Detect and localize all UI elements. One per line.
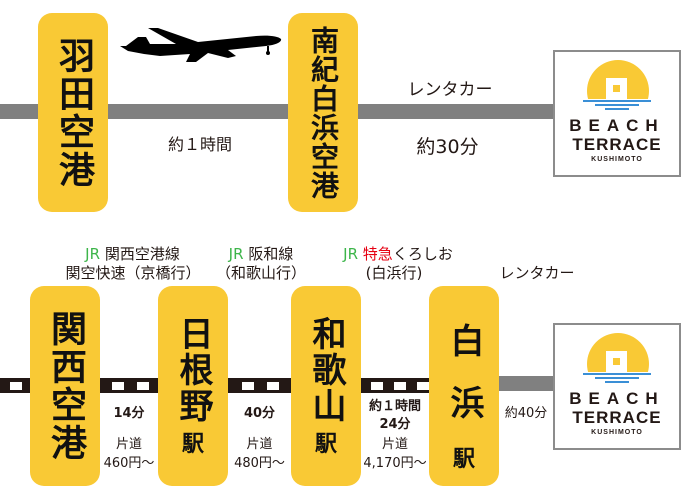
flight-time: 約１時間 — [167, 135, 232, 154]
line-label-hanwa-line: JR 阪和線 — [228, 245, 294, 263]
station-hineno: 日根野 駅 — [158, 286, 228, 486]
station-name: 白浜 — [444, 323, 484, 447]
rail-segment-3 — [359, 378, 431, 393]
line-sub-hanwa-line: （和歌山行） — [215, 264, 306, 282]
station-nanki-shirahama-airport: 南紀白浜空港 — [288, 13, 358, 212]
car-time-bottom: 約40分 — [504, 406, 548, 421]
rental-car-label-top: レンタカー — [407, 80, 493, 100]
segment-3-time-minutes: 24分 — [379, 417, 411, 432]
rail-segment-0 — [0, 378, 32, 393]
line-sub-kuroshio: (白浜行) — [365, 264, 423, 282]
station-kansai-airport: 関西空港 — [30, 286, 100, 486]
logo-line3: KUSHIMOTO — [591, 156, 643, 163]
station-suffix: 駅 — [314, 432, 337, 457]
rental-car-label-bottom: レンタカー — [499, 264, 575, 282]
road-line-bottom — [497, 376, 555, 391]
station-suffix: 駅 — [452, 447, 475, 472]
road-line-top — [0, 104, 555, 119]
station-name: 和歌山 — [306, 316, 346, 424]
station-name: 日根野 — [173, 316, 213, 424]
station-name: 関西空港 — [45, 310, 86, 462]
logo-line3: KUSHIMOTO — [591, 429, 643, 436]
segment-3-fare-label: 片道 — [381, 437, 408, 452]
station-name: 南紀白浜空港 — [307, 25, 340, 200]
window-icon — [606, 351, 627, 372]
segment-2-fare-label: 片道 — [246, 437, 273, 452]
logo-line1: BEACH — [569, 116, 665, 135]
station-haneda-airport: 羽田空港 — [38, 13, 108, 212]
segment-3-time-hours: 約１時間 — [368, 399, 421, 414]
airplane-icon — [120, 28, 282, 62]
beach-terrace-logo-bottom: BEACH TERRACE KUSHIMOTO — [553, 323, 681, 450]
segment-1-time: 14分 — [113, 406, 145, 421]
station-shirahama: 白浜 駅 — [429, 286, 499, 486]
rail-segment-2 — [226, 378, 293, 393]
segment-2-fare: 480円〜 — [234, 456, 285, 471]
line-label-kansai-airport-line: JR 関西空港線 — [85, 245, 180, 263]
segment-1-fare-label: 片道 — [115, 437, 142, 452]
segment-2-time: 40分 — [243, 406, 276, 421]
window-icon — [606, 78, 627, 99]
logo-line2: TERRACE — [572, 408, 662, 427]
logo-line1: BEACH — [569, 389, 665, 408]
line-sub-kansai-airport-line: 関空快速（京橋行） — [65, 264, 201, 282]
car-time-top: 約30分 — [416, 136, 479, 158]
line-label-kuroshio: JR 特急くろしお — [343, 245, 453, 263]
station-name: 羽田空港 — [53, 36, 94, 189]
logo-line2: TERRACE — [572, 135, 662, 154]
station-wakayama: 和歌山 駅 — [291, 286, 361, 486]
segment-3-fare: 4,170円〜 — [363, 456, 427, 471]
segment-1-fare: 460円〜 — [103, 456, 155, 471]
station-suffix: 駅 — [181, 432, 204, 457]
rail-segment-1 — [98, 378, 160, 393]
beach-terrace-logo-top: BEACH TERRACE KUSHIMOTO — [553, 50, 681, 177]
